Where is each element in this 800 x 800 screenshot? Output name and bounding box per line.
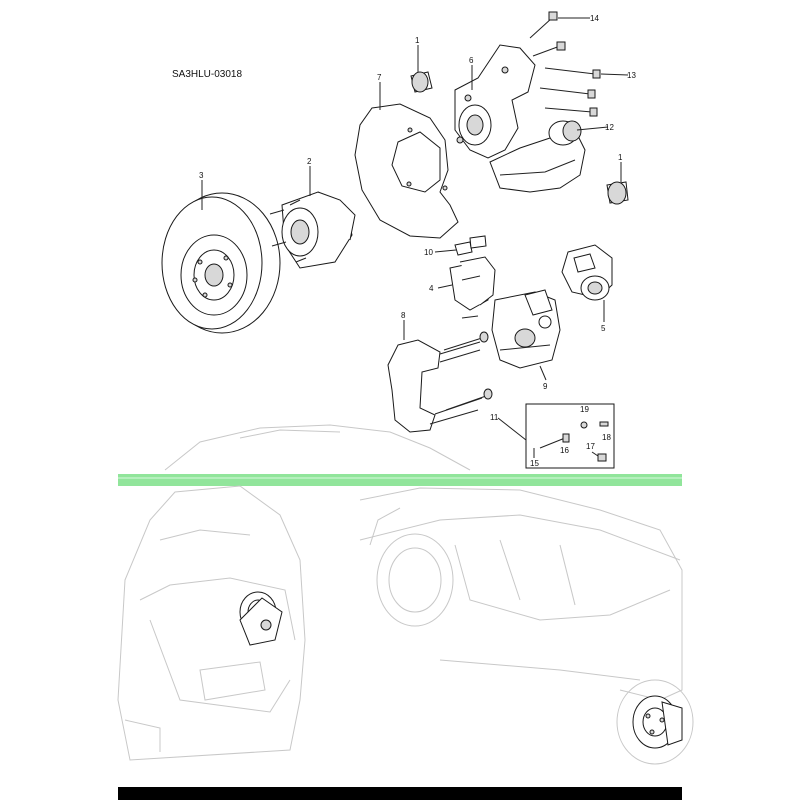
bolts-13 — [539, 67, 601, 117]
bushing-12 — [548, 120, 582, 146]
wheel-hub — [269, 191, 356, 269]
callout-17: 17 — [586, 442, 595, 451]
scan-divider-band — [118, 474, 682, 486]
pad-clips — [454, 235, 487, 256]
vehicle-side-view — [359, 487, 694, 765]
callout-18: 18 — [602, 433, 611, 442]
callout-13: 13 — [627, 71, 636, 80]
lower-control-arm — [489, 129, 586, 193]
callout-7: 7 — [377, 73, 382, 82]
brake-pads — [449, 256, 496, 319]
parking-brake-actuator — [561, 244, 613, 301]
callout-12: 12 — [605, 123, 614, 132]
drawing-code: SA3HLU-03018 — [172, 69, 242, 80]
callout-2: 2 — [307, 157, 312, 166]
callout-4: 4 — [429, 284, 434, 293]
callout-3: 3 — [199, 171, 204, 180]
callout-16: 16 — [560, 446, 569, 455]
callout-10: 10 — [424, 248, 433, 257]
dust-shield — [354, 103, 459, 239]
callout-15: 15 — [530, 459, 539, 468]
bushing-upper — [410, 71, 433, 93]
bushing-lower — [606, 181, 629, 205]
callout-1-lower: 1 — [618, 153, 623, 162]
leader-lines — [201, 17, 629, 441]
fastener-detail-box — [525, 403, 615, 469]
brake-disc — [161, 192, 281, 334]
background-vehicle-ghost — [164, 424, 471, 471]
callout-numbers: 1 1 2 3 4 5 6 7 8 9 10 11 12 13 14 15 16… — [199, 14, 636, 468]
footer-bar — [118, 787, 682, 800]
callout-19: 19 — [580, 405, 589, 414]
guide-pins — [443, 331, 493, 411]
caliper-carrier — [387, 339, 483, 433]
brake-caliper — [491, 289, 561, 369]
callout-9: 9 — [543, 382, 548, 391]
callout-6: 6 — [469, 56, 474, 65]
callout-5: 5 — [601, 324, 606, 333]
callout-11: 11 — [490, 413, 499, 422]
bolts-14 — [529, 11, 566, 57]
callout-1-upper: 1 — [415, 36, 420, 45]
steering-knuckle — [454, 44, 536, 159]
callout-14: 14 — [590, 14, 599, 23]
vehicle-rear-view — [117, 485, 306, 761]
callout-8: 8 — [401, 311, 406, 320]
